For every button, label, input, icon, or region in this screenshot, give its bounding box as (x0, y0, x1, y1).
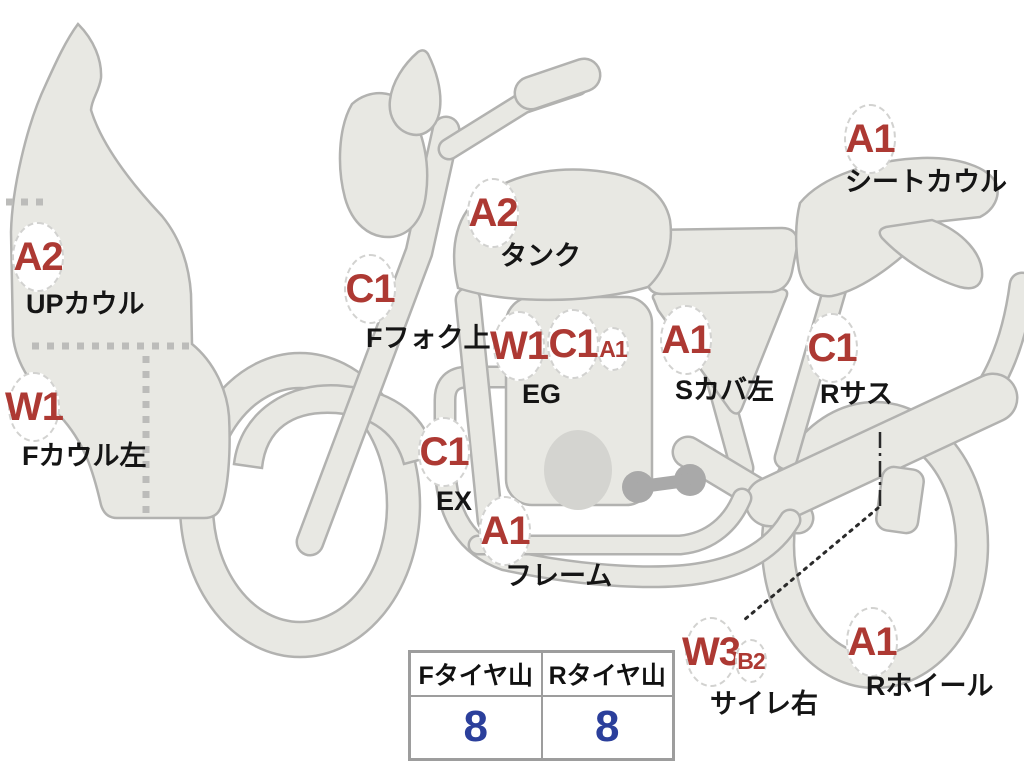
grade-badge-up-cowl: A2 (12, 222, 64, 292)
part-label-up-cowl: UPカウル (26, 289, 145, 319)
tail-fin-shape (878, 218, 984, 290)
part-label-seat-cowl: シートカウル (845, 167, 1007, 197)
footpeg-shape (622, 464, 706, 503)
part-label-ex: EX (436, 486, 473, 516)
part-label-f-fork-upper: Fフォク上 (366, 323, 491, 353)
left-fairing-shape (9, 22, 231, 520)
part-label-r-wheel: Rホイール (866, 671, 994, 701)
part-label-s-cover-left: Sカバ左 (675, 375, 775, 405)
part-label-tank: タンク (500, 241, 581, 271)
tire-table-header-front: Fタイヤ山 (408, 650, 543, 697)
grade-badge-s-cover-left: A1 (660, 305, 712, 375)
part-label-frame: フレーム (505, 561, 613, 591)
leader-dotted-line (742, 506, 880, 622)
part-label-silencer-right: サイレ右 (710, 689, 818, 719)
grade-badge-ex: C1 (418, 417, 470, 487)
grade-badge-engine-3: A1 (597, 327, 629, 371)
handlebar-grip (513, 57, 602, 111)
grade-badge-frame: A1 (479, 496, 531, 566)
grade-badge-r-wheel: A1 (846, 607, 898, 677)
grade-badge-silencer-1: W3 (682, 617, 741, 687)
muffler-bracket (875, 465, 925, 535)
exhaust-pipe-tube (433, 365, 802, 589)
grade-badge-engine-2: C1 (547, 309, 599, 379)
grade-badge-tank: A2 (467, 178, 519, 248)
grade-badge-f-fork-upper: C1 (344, 254, 396, 324)
mirror-shape (388, 49, 442, 137)
frame-lower-rail (467, 487, 753, 556)
tire-table-header-rear: Rタイヤ山 (540, 650, 675, 697)
tire-tread-front-value: 8 (408, 694, 543, 761)
part-label-f-cowl-left: Fカウル左 (22, 441, 147, 471)
part-label-r-sus: Rサス (820, 379, 893, 409)
grade-badge-f-cowl-left: W1 (5, 372, 64, 442)
frame-downtube (454, 286, 504, 534)
front-fork-tube (295, 115, 461, 557)
tire-tread-rear-value: 8 (540, 694, 675, 761)
tire-tread-table: Fタイヤ山 Rタイヤ山 8 8 (408, 650, 675, 761)
part-label-engine: EG (522, 379, 562, 409)
engine-detail-oval (544, 430, 612, 510)
grade-badge-r-sus: C1 (806, 313, 858, 383)
grade-badge-silencer-2: B2 (735, 639, 767, 683)
muffler-shape (744, 372, 1019, 528)
grade-badge-engine-1: W1 (490, 311, 549, 381)
seat-shape (645, 226, 800, 296)
grade-badge-seat-cowl: A1 (844, 104, 896, 174)
